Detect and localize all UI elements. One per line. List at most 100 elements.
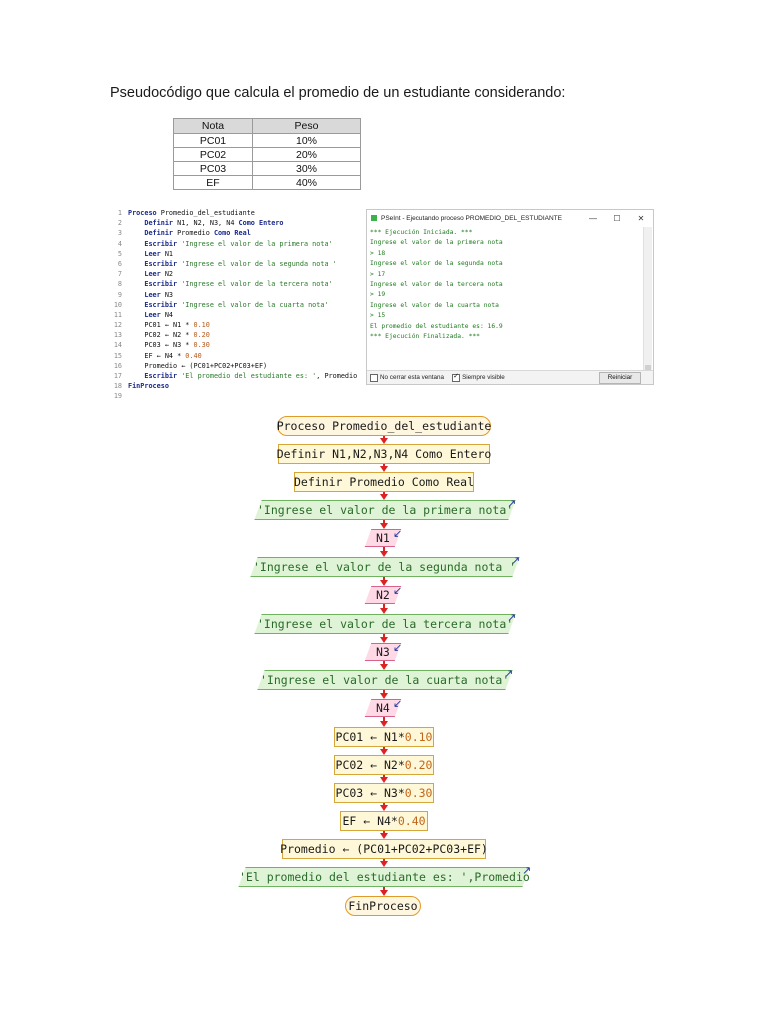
table-cell: 10% xyxy=(252,133,361,148)
code-indent xyxy=(128,229,144,237)
flow-assign-average: Promedio ← (PC01+PC02+PC03+EF) xyxy=(280,839,488,859)
code-indent xyxy=(128,311,144,319)
table-header-row: Nota Peso xyxy=(173,118,361,134)
code-token: N2 xyxy=(160,270,174,279)
output-arrow-icon: ↗ xyxy=(507,611,517,624)
flow-connector-line xyxy=(383,831,385,834)
console-line: > 19 xyxy=(370,291,386,299)
flow-start-keyword: Proceso xyxy=(276,419,333,433)
line-number: 11 xyxy=(113,310,122,319)
code-token: Leer xyxy=(144,270,161,279)
console-line: El promedio del estudiante es: 16.9 xyxy=(370,322,503,330)
no-close-checkbox[interactable] xyxy=(370,373,378,382)
code-line: 13 PC02 ← N2 * 0.20 xyxy=(112,330,357,340)
flow-connector-line xyxy=(383,464,385,467)
input-arrow-icon: ↙ xyxy=(393,527,403,540)
flow-connector-arrowhead xyxy=(380,693,388,699)
close-icon[interactable]: ✕ xyxy=(637,213,645,223)
flow-write-4: 'Ingrese el valor de la cuarta nota' xyxy=(257,670,513,690)
flow-connector-line xyxy=(383,803,385,806)
code-token: Leer xyxy=(144,249,161,258)
console-line: > 17 xyxy=(370,270,386,278)
console-titlebar[interactable]: PSeInt - Ejecutando proceso PROMEDIO_DEL… xyxy=(367,210,653,226)
flow-connector-arrowhead xyxy=(380,580,388,586)
flow-assign-ef-factor: 0.40 xyxy=(397,814,426,828)
flow-connector-arrowhead xyxy=(380,833,388,839)
flow-write-result: 'El promedio del estudiante es: ',Promed… xyxy=(238,867,530,887)
code-indent xyxy=(128,301,144,309)
output-arrow-icon: ↗ xyxy=(504,667,514,680)
flow-connector-arrowhead xyxy=(380,523,388,529)
code-indent xyxy=(128,291,144,299)
flow-end: FinProceso xyxy=(345,896,421,916)
restart-button[interactable]: Reiniciar xyxy=(599,371,641,384)
minimize-icon[interactable]: — xyxy=(589,213,597,223)
code-indent xyxy=(128,260,144,268)
pseint-console-window[interactable]: PSeInt - Ejecutando proceso PROMEDIO_DEL… xyxy=(366,209,654,385)
column-header-peso: Peso xyxy=(252,118,361,134)
code-token: N1 xyxy=(160,249,174,258)
flow-start: Proceso Promedio_del_estudiante xyxy=(277,416,491,436)
no-close-option[interactable]: No cerrar esta ventana xyxy=(370,373,444,382)
code-token: EF ← N4 * xyxy=(144,351,186,360)
code-line: 6 Escribir 'Ingrese el valor de la segun… xyxy=(112,259,357,269)
code-indent xyxy=(128,352,144,360)
line-number: 3 xyxy=(117,229,122,238)
line-number: 14 xyxy=(113,341,122,350)
code-line: 5 Leer N1 xyxy=(112,249,357,259)
code-line: 4 Escribir 'Ingrese el valor de la prime… xyxy=(112,239,357,249)
scrollbar-thumb[interactable] xyxy=(645,365,651,373)
console-scrollbar[interactable] xyxy=(643,227,652,373)
flow-connector-line xyxy=(383,634,385,638)
console-title: PSeInt - Ejecutando proceso PROMEDIO_DEL… xyxy=(381,214,562,222)
flow-connector-line xyxy=(383,859,385,862)
flow-read-n4-text: N4 xyxy=(376,701,390,715)
flow-connector-arrowhead xyxy=(380,466,388,472)
flow-assign-pc02-factor: 0.20 xyxy=(404,758,433,772)
console-footer: No cerrar esta ventana Siempre visible R… xyxy=(367,370,653,384)
flow-assign-pc02-expr: PC02 ← N2* xyxy=(335,758,405,772)
always-visible-label: Siempre visible xyxy=(462,374,505,381)
line-number: 5 xyxy=(117,249,122,258)
line-number: 8 xyxy=(117,280,122,289)
flow-assign-pc03: PC03 ← N3*0.30 xyxy=(334,783,434,803)
always-visible-option[interactable]: Siempre visible xyxy=(452,372,505,382)
flow-write-3-text: 'Ingrese el valor de la tercera nota' xyxy=(256,617,514,631)
code-token: Promedio xyxy=(173,229,214,238)
flow-connector-line xyxy=(383,747,385,750)
line-number: 6 xyxy=(117,259,122,268)
code-token: N1, N2, N3, N4 xyxy=(173,219,239,228)
code-line: 19 xyxy=(112,391,357,401)
code-line: 3 Definir Promedio Como Real xyxy=(112,228,357,238)
code-line: 2 Definir N1, N2, N3, N4 Como Entero xyxy=(112,218,357,228)
maximize-icon[interactable]: ☐ xyxy=(613,213,621,223)
code-token: 0.20 xyxy=(193,331,210,340)
flow-assign-pc01: PC01 ← N1*0.10 xyxy=(334,727,434,747)
flow-write-2-text: 'Ingrese el valor de la segunda nota ' xyxy=(253,560,517,574)
page-heading: Pseudocódigo que calcula el promedio de … xyxy=(110,85,566,101)
code-indent xyxy=(128,240,144,248)
flow-read-n1-text: N1 xyxy=(376,531,390,545)
console-line: > 15 xyxy=(370,312,386,320)
flow-read-n3-text: N3 xyxy=(376,645,390,659)
code-line: 16 Promedio ← (PC01+PC02+PC03+EF) xyxy=(112,361,357,371)
table-cell: 40% xyxy=(252,175,361,190)
code-token: FinProceso xyxy=(128,382,169,391)
code-token: 0.30 xyxy=(193,341,210,350)
code-indent xyxy=(128,362,144,370)
console-line: > 18 xyxy=(370,249,386,257)
flow-read-n2-text: N2 xyxy=(376,588,390,602)
flow-connector-arrowhead xyxy=(380,608,388,614)
table-cell: 20% xyxy=(252,147,361,162)
code-indent xyxy=(128,270,144,278)
code-line: 14 PC03 ← N3 * 0.30 xyxy=(112,340,357,350)
always-visible-checkbox[interactable] xyxy=(452,372,461,382)
code-token: 'Ingrese el valor de la primera nota' xyxy=(177,239,333,248)
console-line: *** Ejecución Iniciada. *** xyxy=(370,229,473,236)
